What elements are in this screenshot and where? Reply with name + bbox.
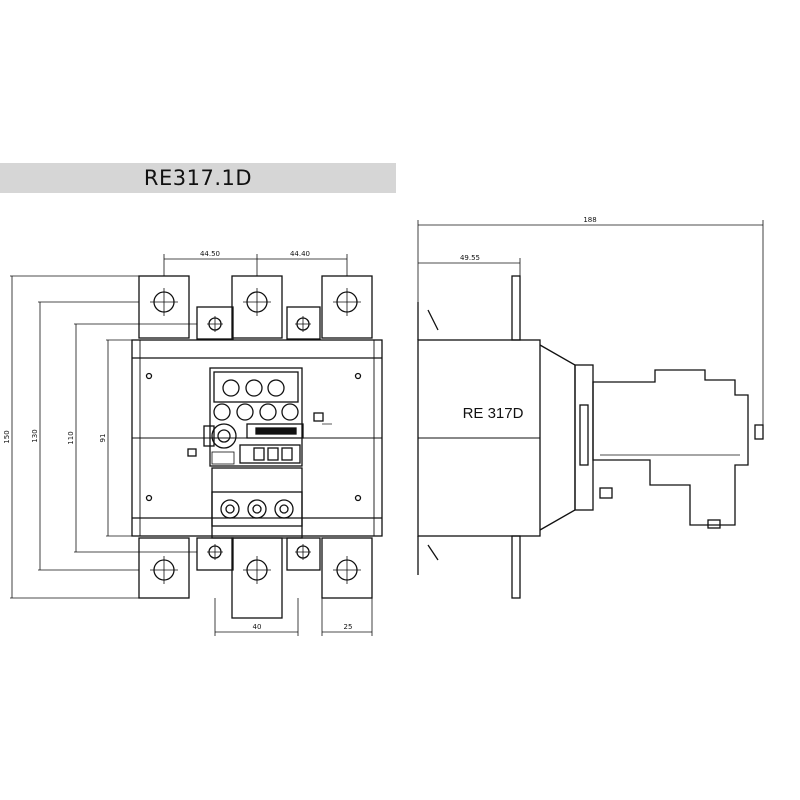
side-view xyxy=(417,220,764,599)
dim-terminal-offset: 25 xyxy=(344,623,353,631)
control-module xyxy=(187,367,332,467)
dim-height-2: 130 xyxy=(31,429,39,442)
dim-partial-depth: 49.55 xyxy=(460,254,480,262)
front-view xyxy=(10,254,383,636)
bottom-terminal-block xyxy=(211,467,303,539)
front-dimensions xyxy=(10,254,373,636)
top-terminals xyxy=(138,275,373,340)
diagram-title: RE317.1D xyxy=(143,166,253,190)
dimension-labels: 44.50 44.40 150 130 110 91 40 25 188 49.… xyxy=(3,216,597,631)
dim-overall-depth: 188 xyxy=(583,216,596,224)
dim-height-4: 91 xyxy=(99,434,107,443)
bottom-terminals xyxy=(138,537,373,619)
title-bar: RE317.1D xyxy=(0,163,396,193)
dim-terminal-width: 40 xyxy=(253,623,262,631)
dim-overall-height: 150 xyxy=(3,430,11,443)
side-label: RE 317D xyxy=(463,405,524,422)
dim-pitch-right: 44.40 xyxy=(290,250,310,258)
dim-height-3: 110 xyxy=(67,431,75,444)
dim-pitch-left: 44.50 xyxy=(200,250,220,258)
